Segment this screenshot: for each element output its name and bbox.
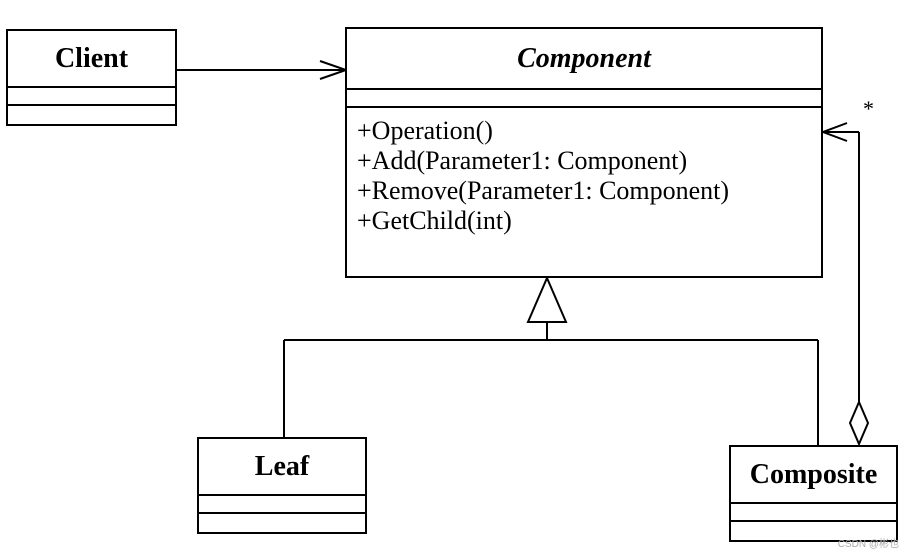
component-class: Component +Operation() +Add(Parameter1: …: [345, 27, 823, 278]
operation-item: +Remove(Parameter1: Component): [357, 176, 730, 205]
component-attributes-compartment: [347, 90, 821, 108]
component-class-name: Component: [347, 29, 821, 90]
aggregation-arrowhead: [820, 122, 848, 142]
client-class-name: Client: [8, 31, 175, 88]
composite-class: Composite: [729, 445, 898, 542]
aggregation-multiplicity: *: [863, 96, 874, 121]
operation-item: +Operation(): [357, 116, 493, 145]
composite-attributes-compartment: [731, 504, 896, 522]
leaf-operations-compartment: [199, 514, 365, 532]
client-operations-compartment: [8, 106, 175, 124]
generalization-triangle: [526, 275, 568, 323]
client-class: Client: [6, 29, 177, 126]
operation-item: +GetChild(int): [357, 206, 512, 235]
watermark: CSDN @彬也: [837, 539, 899, 550]
operation-item: +Add(Parameter1: Component): [357, 146, 688, 175]
leaf-class: Leaf: [197, 437, 367, 534]
component-operations-compartment: +Operation() +Add(Parameter1: Component)…: [347, 108, 821, 236]
composite-class-name: Composite: [731, 447, 896, 504]
aggregation-diamond: [848, 399, 870, 447]
client-attributes-compartment: [8, 88, 175, 106]
leaf-attributes-compartment: [199, 496, 365, 514]
leaf-class-name: Leaf: [199, 439, 365, 496]
